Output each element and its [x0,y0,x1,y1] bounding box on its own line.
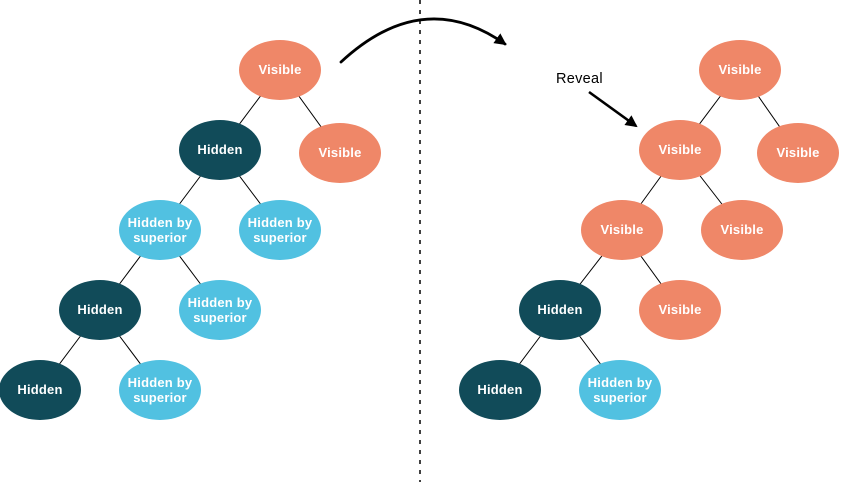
transform-arrow [339,17,507,64]
tree-node-hidden: Hidden [59,280,141,340]
tree-node-hidden-by-superior: Hidden by superior [179,280,261,340]
tree-node-hidden: Hidden [0,360,81,420]
tree-node-visible: Visible [639,120,721,180]
tree-node-hidden: Hidden [179,120,261,180]
tree-node-hidden-by-superior: Hidden by superior [239,200,321,260]
tree-node-visible: Visible [581,200,663,260]
tree-node-hidden: Hidden [519,280,601,340]
tree-node-visible: Visible [757,123,839,183]
reveal-arrow [588,90,638,128]
tree-node-visible: Visible [299,123,381,183]
tree-node-visible: Visible [699,40,781,100]
tree-node-visible: Visible [701,200,783,260]
tree-node-hidden-by-superior: Hidden by superior [579,360,661,420]
tree-node-visible: Visible [239,40,321,100]
reveal-label: Reveal [556,71,603,87]
tree-node-hidden: Hidden [459,360,541,420]
annotation-layer [339,0,638,482]
tree-node-hidden-by-superior: Hidden by superior [119,360,201,420]
tree-node-visible: Visible [639,280,721,340]
tree-node-hidden-by-superior: Hidden by superior [119,200,201,260]
